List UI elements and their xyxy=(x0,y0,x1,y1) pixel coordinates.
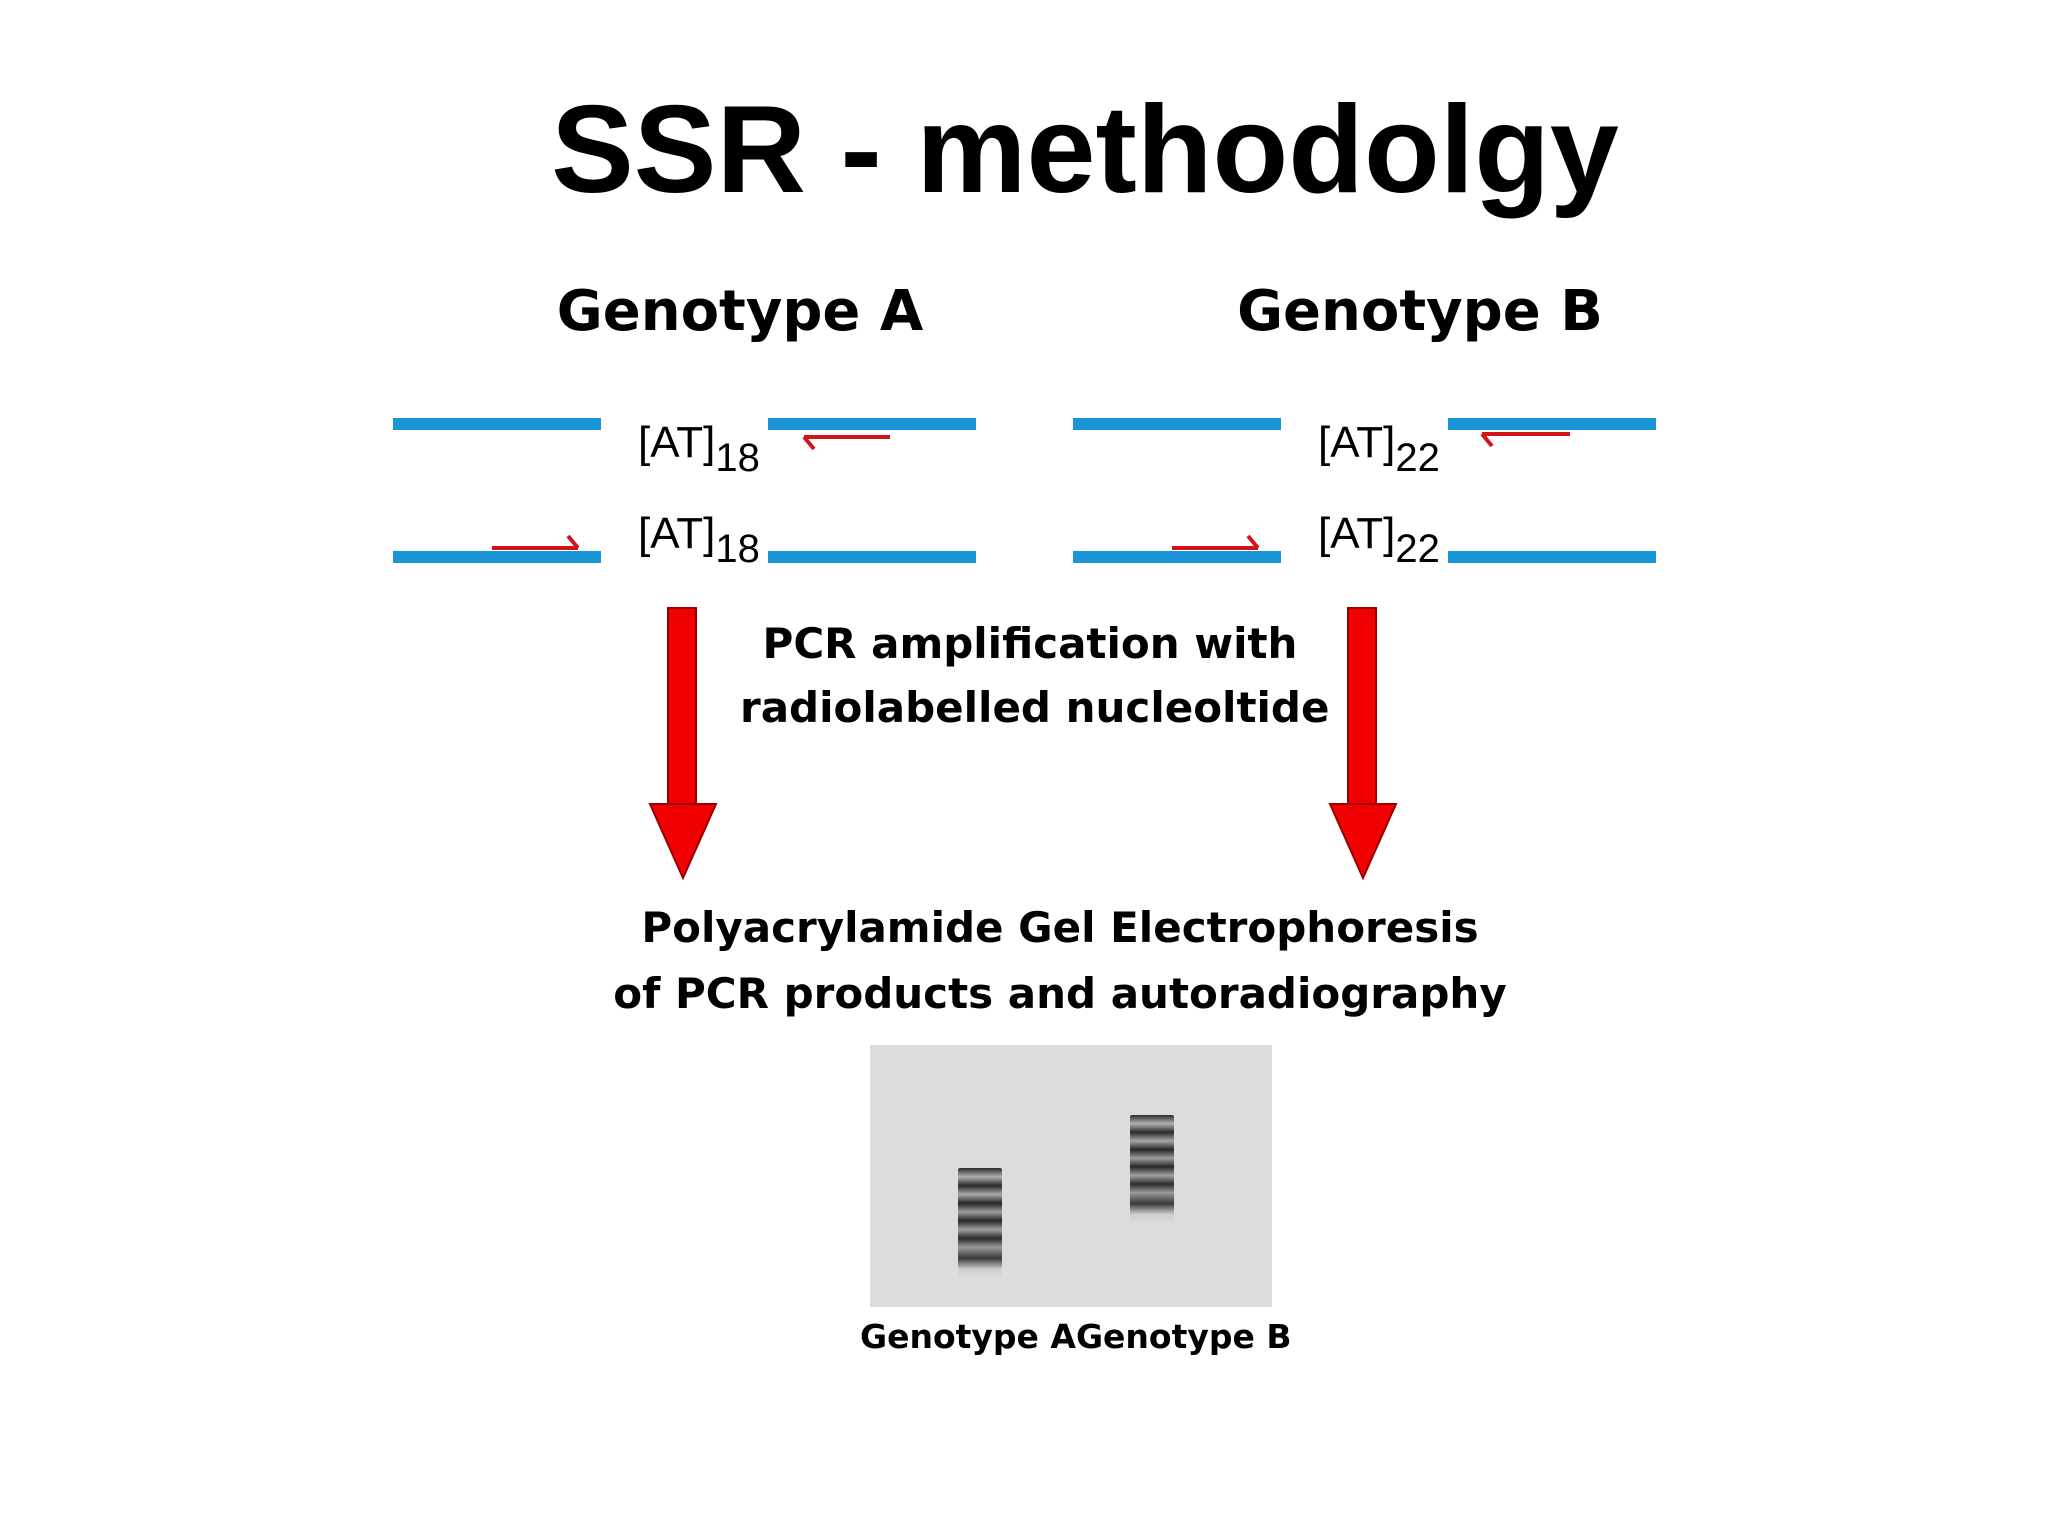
pcr-step-line1: PCR amplification with xyxy=(762,619,1298,668)
reverse-primer-arrow xyxy=(1480,432,1570,448)
repeat-count: 22 xyxy=(1395,436,1440,480)
dna-strand-top-left xyxy=(393,418,601,430)
reverse-primer-arrow xyxy=(802,435,890,451)
down-arrow-right xyxy=(1328,607,1398,881)
gel-autoradiograph-image xyxy=(870,1045,1272,1307)
gel-step-line2: of PCR products and autoradiography xyxy=(613,969,1507,1018)
gel-lane-labels: Genotype A Genotype B xyxy=(860,1315,1292,1359)
gel-lane-label-a: Genotype A xyxy=(860,1317,1076,1356)
repeat-count: 18 xyxy=(715,436,760,480)
repeat-count: 22 xyxy=(1395,527,1440,571)
gel-lane-label-b: Genotype B xyxy=(1075,1317,1292,1356)
repeat-base: [AT] xyxy=(638,418,716,467)
pcr-step-line2: radiolabelled nucleoltide xyxy=(740,683,1330,732)
genotype-a-heading: Genotype A xyxy=(556,279,924,344)
down-arrow-left xyxy=(648,607,718,881)
pcr-step-text: PCR amplification with radiolabelled nuc… xyxy=(740,612,1330,740)
slide-title: SSR - methodolgy xyxy=(551,81,1619,219)
dna-strand-bottom-left xyxy=(1073,551,1281,563)
repeat-label-bottom: [AT]22 xyxy=(1318,509,1440,569)
repeat-base: [AT] xyxy=(638,509,716,558)
dna-strand-top-left xyxy=(1073,418,1281,430)
dna-strand-bottom-left xyxy=(393,551,601,563)
dna-strand-bottom-right xyxy=(768,551,976,563)
repeat-count: 18 xyxy=(715,527,760,571)
dna-strand-bottom-right xyxy=(1448,551,1656,563)
repeat-base: [AT] xyxy=(1318,418,1396,467)
dna-strand-top-right xyxy=(768,418,976,430)
gel-band-genotype-a xyxy=(958,1168,1002,1278)
genotype-b-heading: Genotype B xyxy=(1237,279,1603,344)
forward-primer-arrow xyxy=(492,534,580,550)
repeat-label-top: [AT]18 xyxy=(638,418,760,478)
gel-step-line1: Polyacrylamide Gel Electrophoresis xyxy=(641,903,1479,952)
gel-band-genotype-b xyxy=(1130,1115,1174,1223)
gel-step-text: Polyacrylamide Gel Electrophoresis of PC… xyxy=(590,895,1530,1027)
repeat-label-bottom: [AT]18 xyxy=(638,509,760,569)
repeat-base: [AT] xyxy=(1318,509,1396,558)
dna-strand-top-right xyxy=(1448,418,1656,430)
repeat-label-top: [AT]22 xyxy=(1318,418,1440,478)
forward-primer-arrow xyxy=(1172,534,1260,550)
